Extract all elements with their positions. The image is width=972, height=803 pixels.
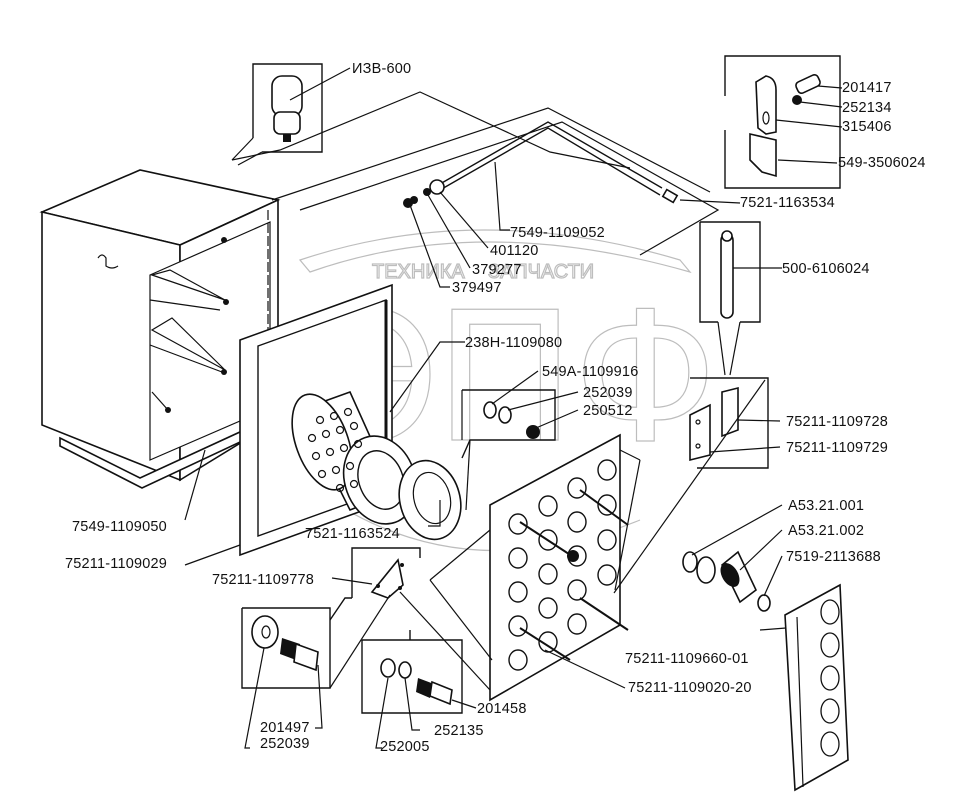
label-izv-600: ИЗВ-600 xyxy=(352,61,411,77)
handle-icon xyxy=(97,254,119,269)
label-238n-1109080: 238Н-1109080 xyxy=(465,335,562,351)
label-252039-top: 252039 xyxy=(583,385,633,401)
washer-252039 xyxy=(498,406,512,424)
filter-cartridge xyxy=(291,390,418,525)
washer-549a xyxy=(483,401,497,419)
label-250512: 250512 xyxy=(583,403,633,419)
tube-assembly xyxy=(231,91,720,256)
hinge-plate-75211-1109729 xyxy=(689,403,711,462)
nozzle-parts xyxy=(682,550,771,612)
label-75211-1109728: 75211-1109728 xyxy=(786,414,888,430)
washer-252005 xyxy=(380,658,396,678)
label-75211-1109778: 75211-1109778 xyxy=(212,572,314,588)
label-a53-21-002: А53.21.002 xyxy=(788,523,864,539)
washer-252039-left xyxy=(251,615,279,649)
ring-7519-2113688 xyxy=(757,594,771,612)
label-7521-1163534: 7521-1163534 xyxy=(740,195,835,211)
bolt-201458-head xyxy=(429,680,453,706)
label-252134: 252134 xyxy=(842,100,892,116)
tube-end-plug xyxy=(661,188,679,204)
label-401120: 401120 xyxy=(490,243,539,259)
cone-plate xyxy=(489,433,629,702)
label-315406: 315406 xyxy=(842,119,892,135)
bracket-75211-1109778 xyxy=(370,558,404,599)
label-379277: 379277 xyxy=(472,262,522,278)
bracket-detail-box xyxy=(329,547,421,621)
clamp-315406 xyxy=(755,75,777,135)
label-7549-1109052: 7549-1109052 xyxy=(510,225,605,241)
label-75211-1109660-01: 75211-1109660-01 xyxy=(625,651,749,667)
watermark-left-text: ТЕХНИКА xyxy=(372,261,465,283)
label-7549-1109050: 7549-1109050 xyxy=(72,519,167,535)
union-nut xyxy=(429,179,445,195)
part-labels: ИЗВ-600 201417 252134 315406 549-3506024… xyxy=(65,61,926,755)
label-75211-1109020-20: 75211-1109020-20 xyxy=(628,680,752,696)
label-500-6106024: 500-6106024 xyxy=(782,261,870,277)
bolt-201458-thread xyxy=(416,678,434,698)
washer-252134 xyxy=(792,95,802,105)
washer-252135 xyxy=(398,661,412,679)
label-252005: 252005 xyxy=(380,739,430,755)
pin-500-6106024 xyxy=(720,233,734,319)
indicator-box xyxy=(231,63,323,166)
label-252135: 252135 xyxy=(434,723,484,739)
pin-detail-box xyxy=(699,221,761,376)
washer-detail-box xyxy=(461,389,556,511)
label-549a-1109916: 549А-1109916 xyxy=(542,364,638,380)
label-201458: 201458 xyxy=(477,701,527,717)
plate-rods xyxy=(519,489,629,661)
washer xyxy=(423,188,431,196)
clamp-detail-box xyxy=(724,55,841,189)
channel-strip xyxy=(784,583,849,792)
bolt-box-left xyxy=(241,607,331,689)
filter-perforations xyxy=(307,407,363,493)
nozzle-a53-21-001 xyxy=(682,551,698,573)
leader-lines xyxy=(184,67,843,749)
watermark-right-text: ЗАПЧАСТИ xyxy=(488,261,594,283)
label-a53-21-001: А53.21.001 xyxy=(788,498,864,514)
bolt-201497-head xyxy=(293,642,319,672)
nut-250512 xyxy=(526,425,540,439)
watermark-arc xyxy=(298,229,692,274)
bolt-box-right xyxy=(361,630,463,714)
label-7519-2113688: 7519-2113688 xyxy=(786,549,881,565)
label-75211-1109729: 75211-1109729 xyxy=(786,440,888,456)
plate-cones xyxy=(508,459,617,671)
label-7521-1163524: 7521-1163524 xyxy=(305,526,400,542)
cone-brackets xyxy=(149,237,229,413)
cushion-549-3506024 xyxy=(749,132,777,178)
label-252039-bottom: 252039 xyxy=(260,736,310,752)
label-379497: 379497 xyxy=(452,280,502,296)
label-201497: 201497 xyxy=(260,720,310,736)
bolt-201417 xyxy=(795,74,821,94)
label-75211-1109029: 75211-1109029 xyxy=(65,556,167,572)
label-549-3506024: 549-3506024 xyxy=(838,155,926,171)
label-201417: 201417 xyxy=(842,80,892,96)
